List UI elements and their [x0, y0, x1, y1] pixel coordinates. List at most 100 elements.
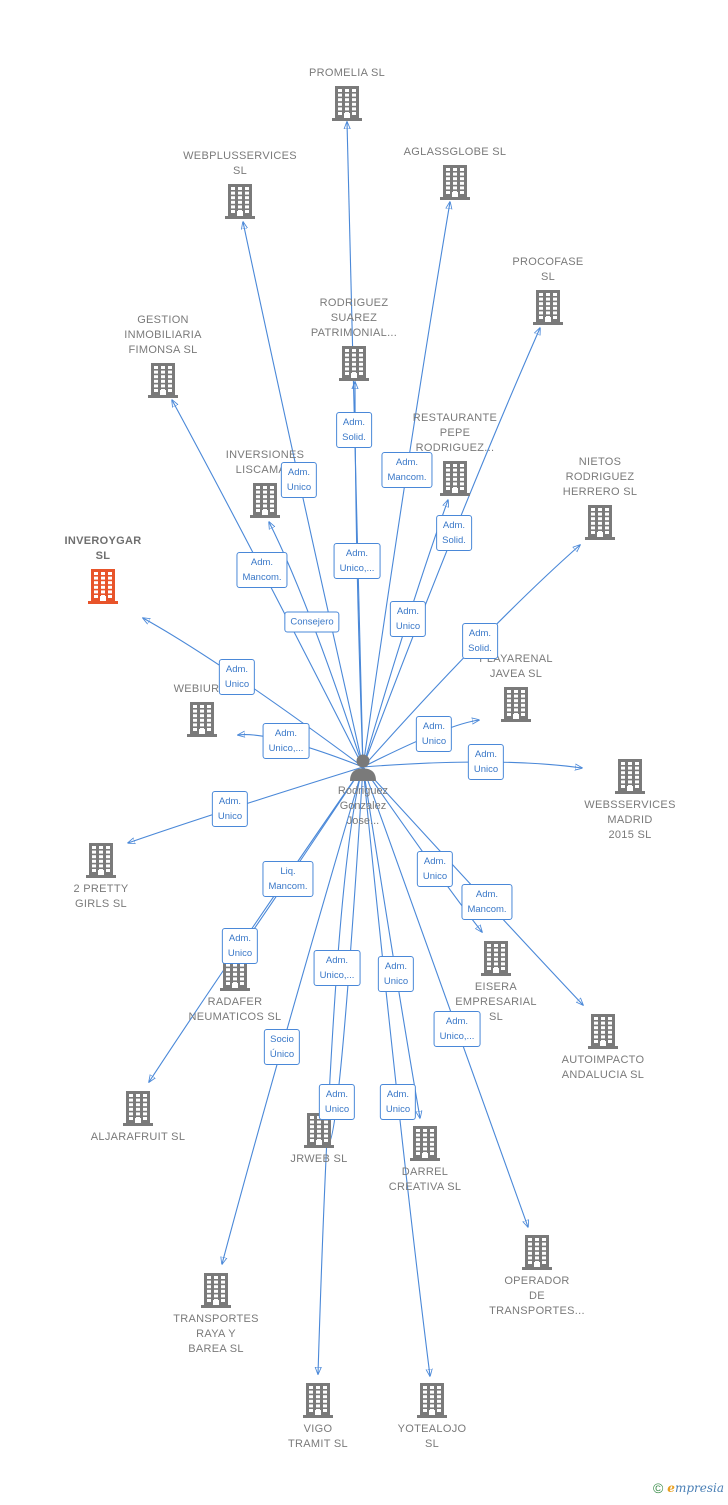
- edge-label-inversiones[interactable]: Consejero: [284, 611, 340, 633]
- company-node-playarenal[interactable]: PLAYARENAL JAVEA SL: [451, 652, 581, 722]
- building-icon: [201, 1273, 231, 1308]
- company-name: AUTOIMPACTO ANDALUCIA SL: [561, 1054, 645, 1081]
- company-name: NIETOS RODRIGUEZ HERRERO SL: [562, 456, 638, 498]
- edge-label-yotealojo[interactable]: Adm. Unico: [379, 1084, 417, 1120]
- building-icon: [410, 1126, 440, 1161]
- company-name: WEBSSERVICES MADRID 2015 SL: [584, 799, 676, 841]
- company-name: YOTEALOJO SL: [397, 1423, 467, 1450]
- company-name: INVERSIONES LISCAMAR: [225, 449, 305, 476]
- building-icon: [187, 702, 217, 737]
- person-name: Rodriguez Gonzalez Jose...: [337, 785, 389, 827]
- company-node-aljarafruit[interactable]: ALJARAFRUIT SL: [73, 1090, 203, 1145]
- company-name: AGLASSGLOBE SL: [403, 146, 507, 158]
- company-name: RESTAURANTE PEPE RODRIGUEZ...: [412, 412, 498, 454]
- company-node-webplusservices[interactable]: WEBPLUSSERVICES SL: [175, 149, 305, 219]
- building-icon: [417, 1383, 447, 1418]
- edge-label-rodriguez-suarez[interactable]: Adm. Unico,...: [333, 543, 381, 579]
- edge-label-radafer[interactable]: Liq. Mancom.: [262, 861, 314, 897]
- company-node-autoimpacto[interactable]: AUTOIMPACTO ANDALUCIA SL: [538, 1013, 668, 1083]
- edge-label-aglassglobe[interactable]: Adm. Mancom.: [381, 452, 433, 488]
- building-icon: [533, 290, 563, 325]
- company-name: TRANSPORTES RAYA Y BAREA SL: [173, 1313, 259, 1355]
- company-name: PROCOFASE SL: [512, 256, 584, 283]
- company-node-gestion[interactable]: GESTION INMOBILIARIA FIMONSA SL: [98, 313, 228, 398]
- building-icon: [250, 483, 280, 518]
- company-name: RADAFER NEUMATICOS SL: [188, 996, 282, 1023]
- edge-label-aljarafruit[interactable]: Adm. Unico: [221, 928, 259, 964]
- company-name: PROMELIA SL: [308, 67, 386, 79]
- building-icon: [303, 1383, 333, 1418]
- edge-label-websservices[interactable]: Adm. Unico: [467, 744, 505, 780]
- company-node-darrel[interactable]: DARREL CREATIVA SL: [360, 1125, 490, 1195]
- company-name: WEBIURIS: [173, 683, 231, 695]
- edge-label-vigo[interactable]: Adm. Unico,...: [313, 950, 361, 986]
- person-node[interactable]: Rodriguez Gonzalez Jose...: [303, 752, 423, 829]
- company-node-aglassglobe[interactable]: AGLASSGLOBE SL: [390, 145, 520, 200]
- building-icon: [339, 346, 369, 381]
- company-name: GESTION INMOBILIARIA FIMONSA SL: [124, 314, 202, 356]
- company-name: JRWEB SL: [290, 1153, 348, 1165]
- building-icon: [88, 569, 118, 604]
- company-node-inveroygar[interactable]: INVEROYGAR SL: [38, 534, 168, 604]
- company-name: EISERA EMPRESARIAL SL: [455, 981, 537, 1023]
- person-icon: [350, 754, 376, 781]
- edge-label-playarenal[interactable]: Adm. Unico: [415, 716, 453, 752]
- company-node-nietos[interactable]: NIETOS RODRIGUEZ HERRERO SL: [535, 455, 665, 540]
- company-node-rodriguez-suarez[interactable]: RODRIGUEZ SUAREZ PATRIMONIAL...: [289, 296, 419, 381]
- copyright-symbol: ©: [652, 1480, 664, 1496]
- edge-label-promelia[interactable]: Adm. Solid.: [336, 412, 372, 448]
- company-node-promelia[interactable]: PROMELIA SL: [282, 66, 412, 121]
- building-icon: [86, 843, 116, 878]
- edge-label-pretty[interactable]: Adm. Unico: [211, 791, 249, 827]
- building-icon: [332, 86, 362, 121]
- building-icon: [522, 1235, 552, 1270]
- edge-label-nietos[interactable]: Adm. Solid.: [462, 623, 498, 659]
- company-node-websservices[interactable]: WEBSSERVICES MADRID 2015 SL: [565, 758, 695, 843]
- company-node-inversiones[interactable]: INVERSIONES LISCAMAR: [200, 448, 330, 518]
- company-node-transportes[interactable]: TRANSPORTES RAYA Y BAREA SL: [151, 1272, 281, 1357]
- company-node-webiuris[interactable]: WEBIURIS: [137, 682, 267, 737]
- building-icon: [481, 941, 511, 976]
- brand-logo[interactable]: empresia: [667, 1481, 724, 1495]
- building-icon: [588, 1014, 618, 1049]
- footer-brand: © empresia: [653, 1480, 724, 1496]
- company-name: ALJARAFRUIT SL: [90, 1131, 186, 1143]
- company-name: VIGO TRAMIT SL: [288, 1423, 348, 1450]
- company-node-eisera[interactable]: EISERA EMPRESARIAL SL: [431, 940, 561, 1025]
- edge-label-restaurante[interactable]: Adm. Unico: [389, 601, 427, 637]
- edge-label-eisera[interactable]: Adm. Unico: [416, 851, 454, 887]
- building-icon: [148, 363, 178, 398]
- brand-rest: mpresia: [674, 1481, 724, 1495]
- company-node-radafer[interactable]: RADAFER NEUMATICOS SL: [170, 955, 300, 1025]
- company-node-pretty[interactable]: 2 PRETTY GIRLS SL: [36, 842, 166, 912]
- building-icon: [585, 505, 615, 540]
- building-icon: [501, 687, 531, 722]
- building-icon: [440, 461, 470, 496]
- company-name: 2 PRETTY GIRLS SL: [73, 883, 129, 910]
- edge-label-webplusservices[interactable]: Adm. Unico: [280, 462, 318, 498]
- edge-label-transportes[interactable]: Socio Único: [263, 1029, 301, 1065]
- building-icon: [123, 1091, 153, 1126]
- company-node-vigo[interactable]: VIGO TRAMIT SL: [253, 1382, 383, 1452]
- company-name: OPERADOR DE TRANSPORTES...: [489, 1275, 585, 1317]
- building-icon: [615, 759, 645, 794]
- edge-label-autoimpacto[interactable]: Adm. Mancom.: [461, 884, 513, 920]
- edge-label-gestion[interactable]: Adm. Mancom.: [236, 552, 288, 588]
- company-node-yotealojo[interactable]: YOTEALOJO SL: [367, 1382, 497, 1452]
- brand-initial: e: [667, 1481, 675, 1495]
- edge-label-procofase[interactable]: Adm. Solid.: [436, 515, 472, 551]
- company-node-restaurante[interactable]: RESTAURANTE PEPE RODRIGUEZ...: [390, 411, 520, 496]
- company-node-procofase[interactable]: PROCOFASE SL: [483, 255, 613, 325]
- building-icon: [225, 184, 255, 219]
- edge-label-darrel[interactable]: Adm. Unico: [377, 956, 415, 992]
- building-icon: [440, 165, 470, 200]
- edge-label-jrweb[interactable]: Adm. Unico: [318, 1084, 356, 1120]
- edge-label-operador[interactable]: Adm. Unico,...: [433, 1011, 481, 1047]
- company-name: RODRIGUEZ SUAREZ PATRIMONIAL...: [310, 297, 398, 339]
- edge-label-webiuris[interactable]: Adm. Unico,...: [262, 723, 310, 759]
- company-name: WEBPLUSSERVICES SL: [183, 150, 297, 177]
- company-name: INVEROYGAR SL: [64, 535, 142, 562]
- edge-label-inveroygar[interactable]: Adm. Unico: [218, 659, 256, 695]
- company-node-operador[interactable]: OPERADOR DE TRANSPORTES...: [472, 1234, 602, 1319]
